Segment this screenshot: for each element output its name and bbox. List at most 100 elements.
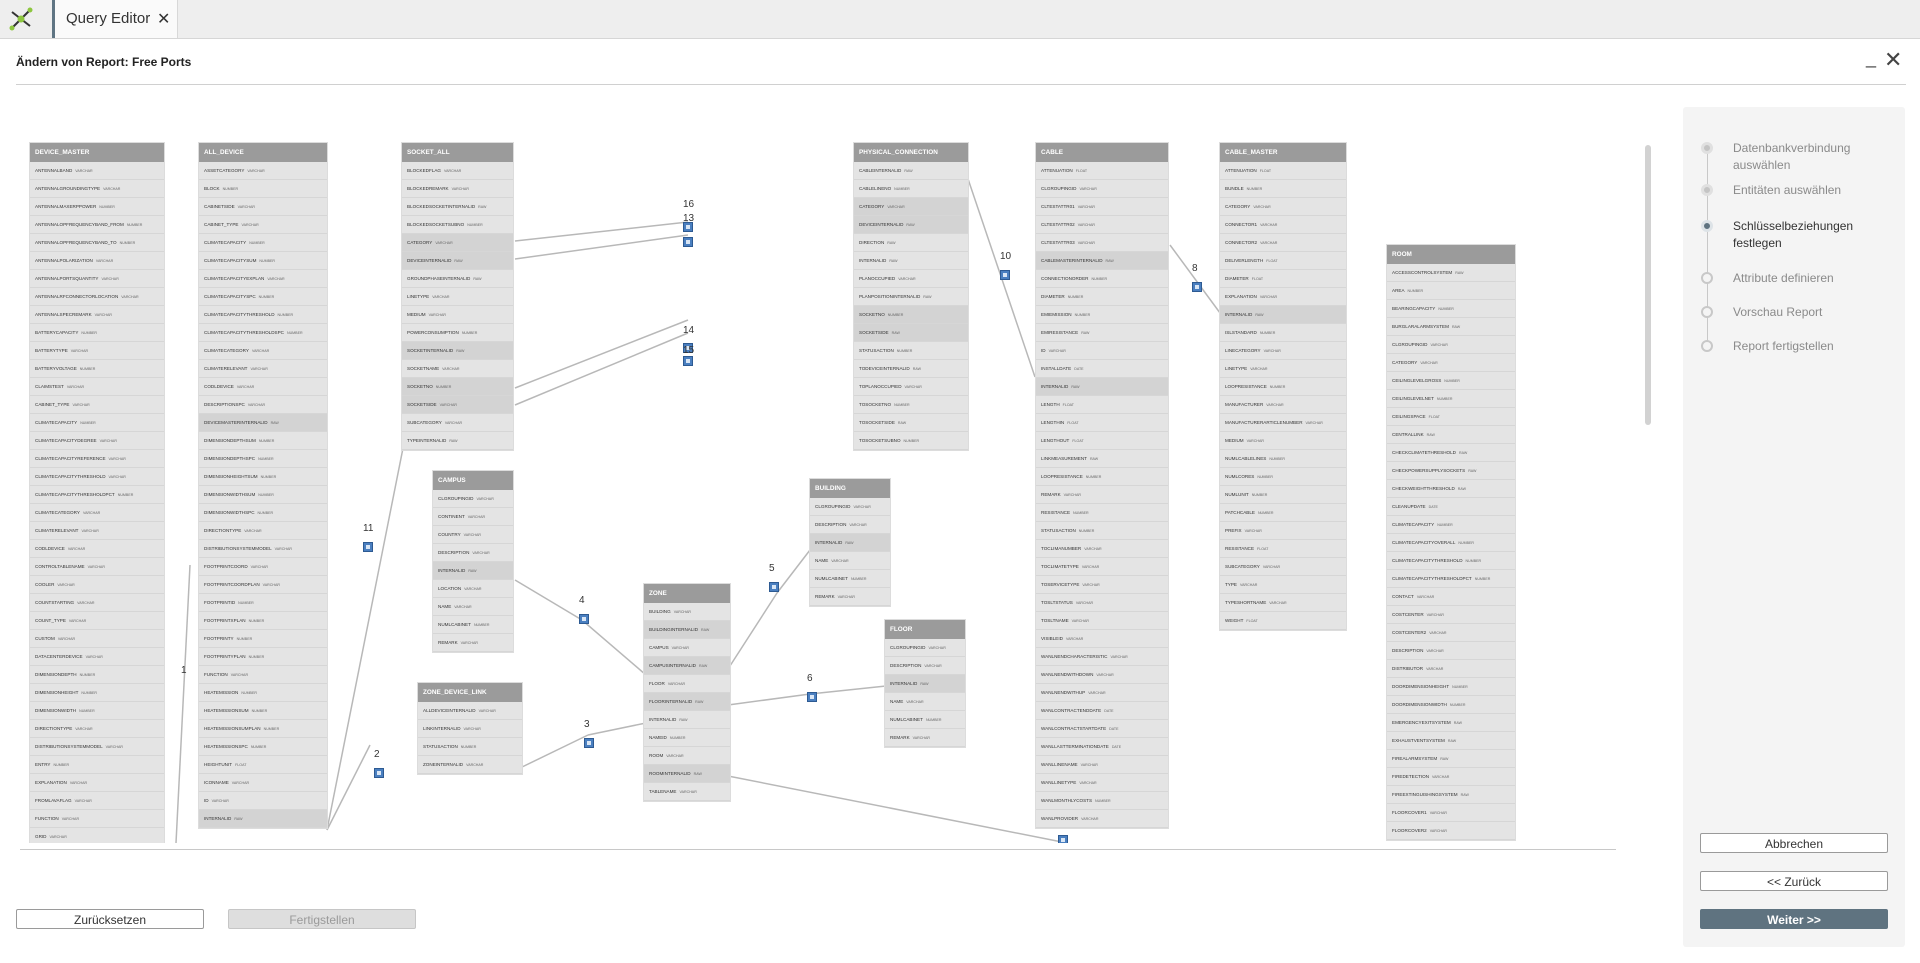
relationship-marker-icon[interactable] <box>1192 282 1202 292</box>
relationship-marker-icon[interactable] <box>363 542 373 552</box>
tab-query-editor[interactable]: Query Editor ✕ <box>52 0 178 38</box>
relationship-marker-icon[interactable] <box>683 237 693 247</box>
entity-header[interactable]: FLOOR <box>885 620 965 639</box>
relationship-marker-icon[interactable] <box>584 738 594 748</box>
entity-header[interactable]: CABLE <box>1036 143 1168 162</box>
back-button[interactable]: << Zurück <box>1700 871 1888 891</box>
relationship-marker-icon[interactable] <box>1058 835 1068 843</box>
relationship-marker-icon[interactable] <box>1000 270 1010 280</box>
entity-header[interactable]: CABLE_MASTER <box>1220 143 1346 162</box>
reset-button[interactable]: Zurücksetzen <box>16 909 204 929</box>
